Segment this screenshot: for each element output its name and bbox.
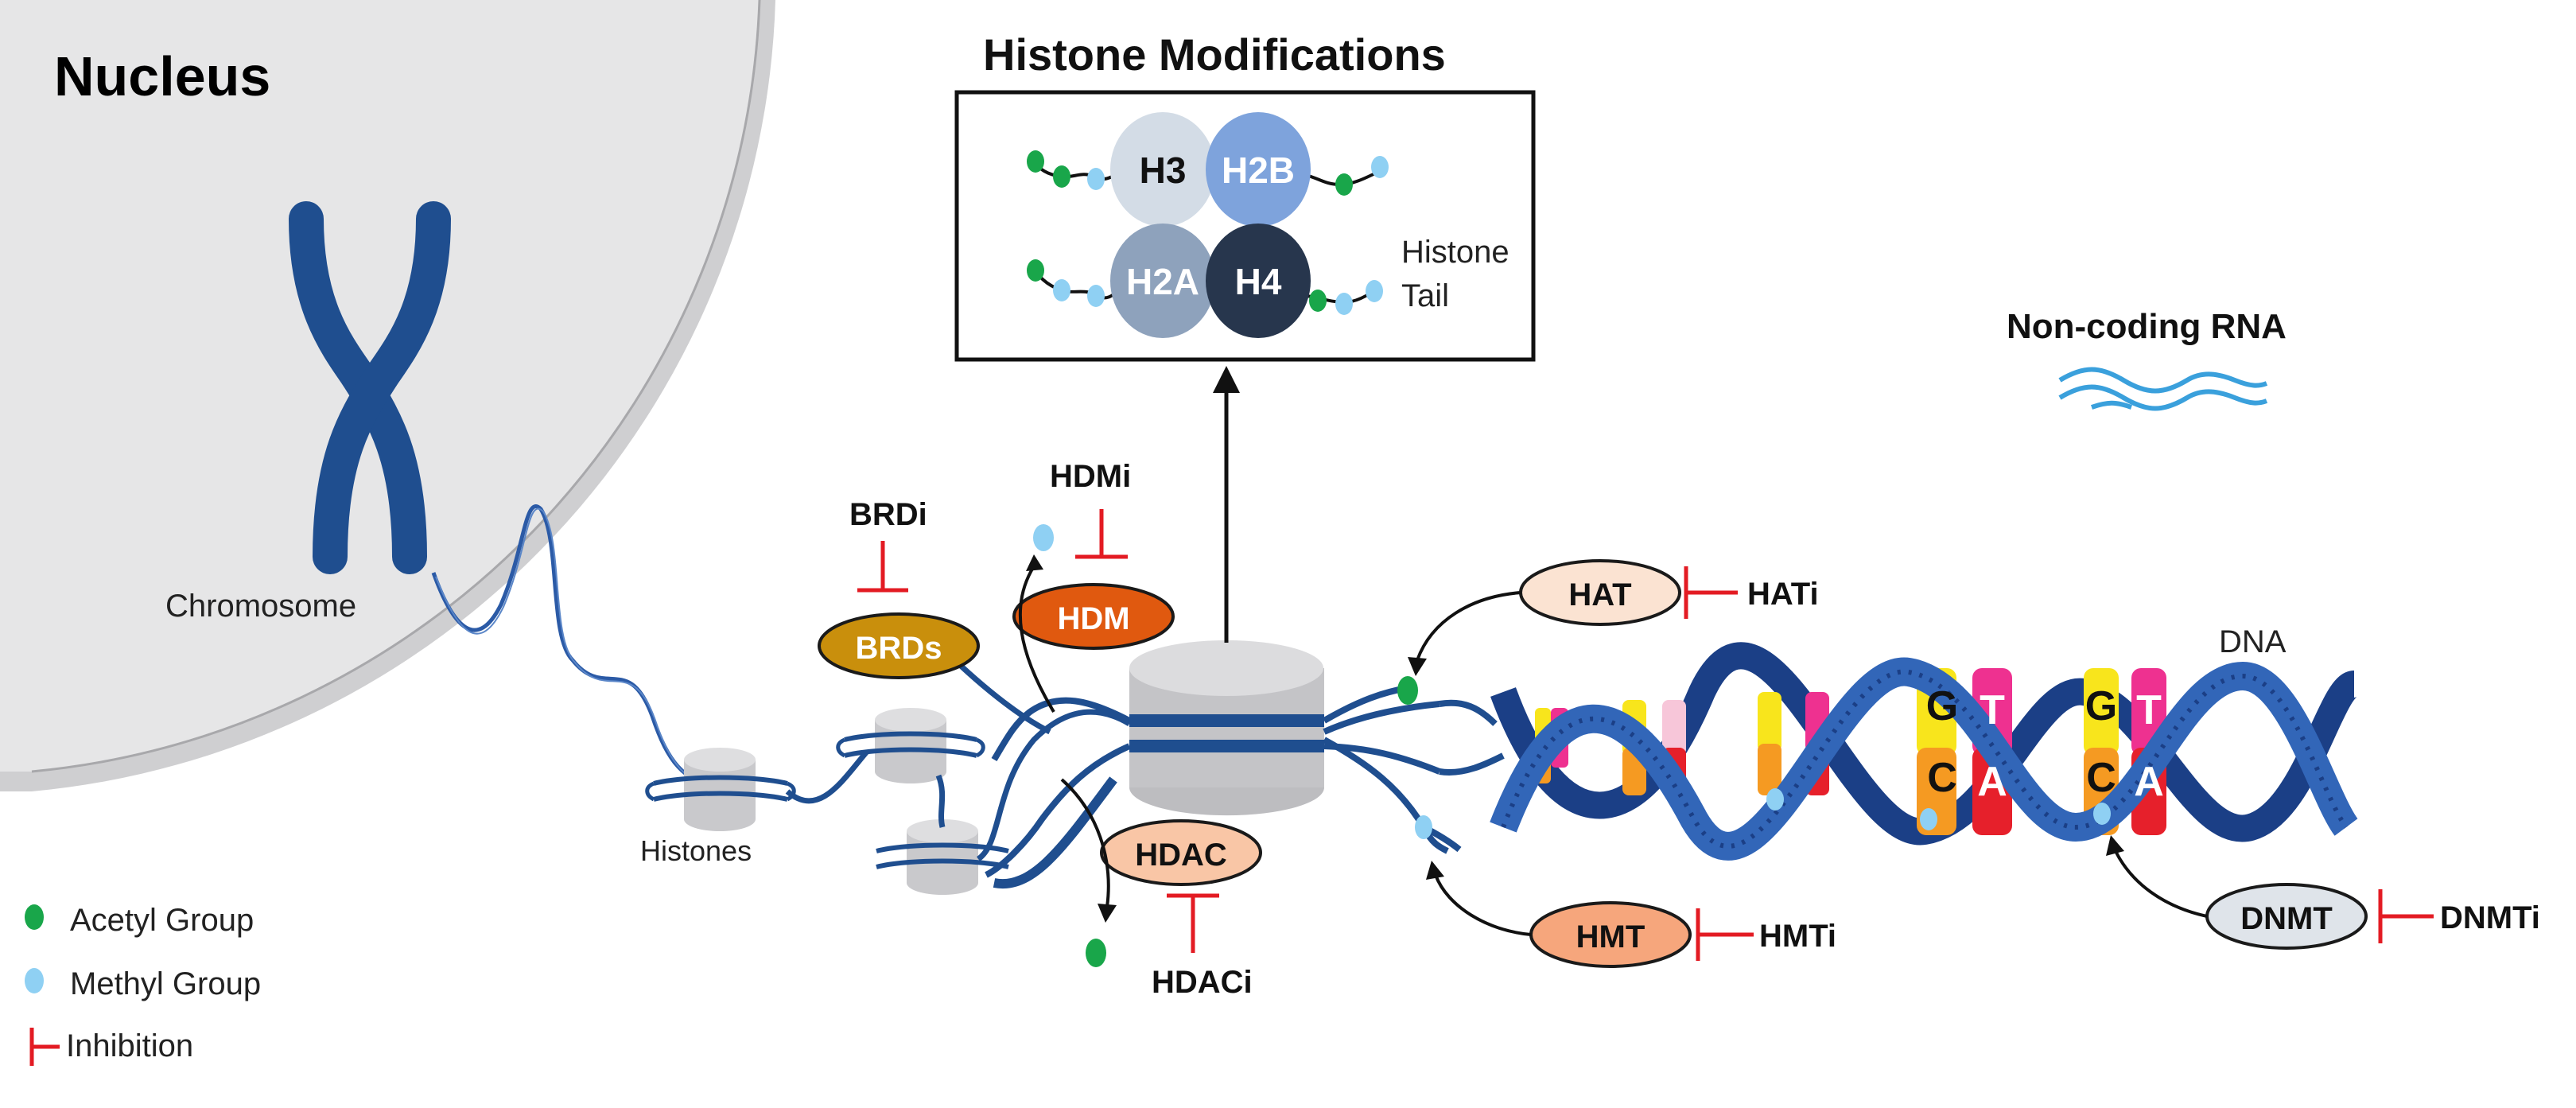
- legend-inhibition-icon: [29, 1028, 60, 1066]
- methyl-mark-hmt: [1415, 815, 1432, 839]
- brds-enzyme: [818, 612, 980, 679]
- non-coding-rna-label: Non-coding RNA: [2007, 307, 2287, 346]
- hmt-arrow: [1426, 861, 1532, 936]
- histone-h4-label: H4: [1235, 261, 1282, 302]
- dnmti-label: DNMTi: [2440, 900, 2540, 935]
- legend-inhibition-label: Inhibition: [66, 1028, 193, 1063]
- legend: Acetyl Group Methyl Group Inhibition: [25, 903, 261, 1066]
- brdi-label: BRDi: [849, 497, 927, 532]
- chromosome-label: Chromosome: [165, 589, 356, 624]
- hat-arrow: [1408, 591, 1521, 676]
- histone-h2b-label: H2B: [1222, 150, 1295, 191]
- nucleosome-small-3: [876, 819, 1009, 895]
- hdac-arrow: [1060, 778, 1117, 923]
- nucleosome-small-2: [836, 708, 985, 783]
- hdm-label: HDM: [1057, 601, 1129, 636]
- hmti-label: HMTi: [1759, 919, 1836, 954]
- histone-h2a: [1110, 224, 1215, 338]
- acetyl-mark-hat: [1397, 676, 1418, 705]
- base-a-1: A: [1977, 759, 2007, 805]
- dnmti-inhibition-icon: [2378, 889, 2434, 943]
- chromosome-icon: [289, 201, 451, 574]
- ncrna-icon: [2058, 367, 2268, 411]
- histone-tail-label-1: Histone: [1401, 235, 1509, 270]
- dna-helix: [1490, 642, 2359, 861]
- hdaci-inhibition-icon: [1167, 893, 1219, 953]
- arrow-to-histone-box: [1213, 366, 1240, 643]
- legend-acetyl-icon: [25, 904, 44, 930]
- histone-h2b: [1206, 112, 1311, 227]
- hdac-enzyme: [1100, 819, 1262, 886]
- histone-h2a-label: H2A: [1126, 261, 1199, 302]
- hdmi-label: HDMi: [1050, 459, 1131, 494]
- base-t-2: T: [2136, 687, 2162, 733]
- methyl-mark-hdm: [1033, 524, 1054, 551]
- box-tail-marks: [1027, 150, 1389, 315]
- brds-label: BRDs: [856, 631, 942, 666]
- base-a-2: A: [2134, 759, 2164, 805]
- histone-tail-label-2: Tail: [1401, 278, 1449, 313]
- legend-acetyl-label: Acetyl Group: [70, 903, 254, 938]
- hdm-arrow: [1018, 554, 1055, 713]
- hat-label: HAT: [1568, 577, 1631, 612]
- histone-h4: [1206, 224, 1311, 338]
- legend-methyl-label: Methyl Group: [70, 966, 261, 1001]
- dnmt-label: DNMT: [2240, 901, 2333, 936]
- base-g-2: G: [2085, 683, 2117, 729]
- nucleosome-large: [1129, 640, 1324, 816]
- base-g-1: G: [1926, 683, 1958, 729]
- histone-modifications-title: Histone Modifications: [983, 29, 1446, 80]
- acetyl-mark-hdac: [1086, 939, 1106, 967]
- nucleus-label: Nucleus: [54, 45, 270, 107]
- hmt-label: HMT: [1576, 919, 1645, 954]
- hdmi-inhibition-icon: [1075, 509, 1128, 559]
- histone-h3-label: H3: [1140, 150, 1187, 191]
- nucleosome-small-1: [645, 748, 796, 831]
- histones-label: Histones: [640, 834, 752, 867]
- brdi-inhibition-icon: [857, 541, 908, 593]
- hdac-label: HDAC: [1135, 838, 1227, 873]
- legend-methyl-icon: [25, 968, 44, 993]
- base-t-1: T: [1980, 687, 2005, 733]
- hmti-inhibition-icon: [1696, 908, 1754, 961]
- chromatin-fiber: [431, 504, 719, 791]
- histone-h3: [1110, 112, 1215, 227]
- dna-label: DNA: [2219, 624, 2287, 659]
- hdaci-label: HDACi: [1152, 965, 1253, 1000]
- dnmt-arrow: [2106, 835, 2208, 918]
- hati-inhibition-icon: [1684, 566, 1738, 619]
- dna-tail-connector: [1439, 699, 1505, 776]
- base-c-1: C: [1927, 755, 1957, 801]
- hati-label: HATi: [1747, 577, 1819, 612]
- base-c-2: C: [2086, 755, 2116, 801]
- hdm-enzyme: [1012, 583, 1175, 650]
- histone-tails: [985, 685, 1462, 878]
